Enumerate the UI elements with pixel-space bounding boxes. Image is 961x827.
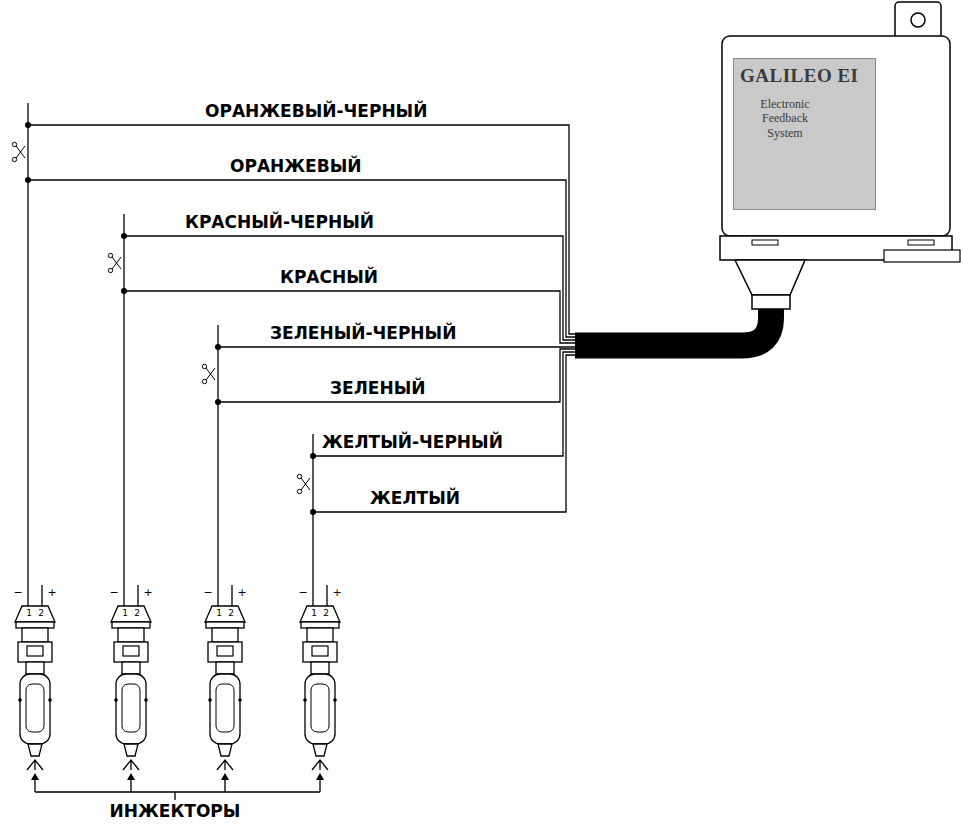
pin-number: 1 xyxy=(122,608,128,618)
pin-polarity: + xyxy=(143,586,152,599)
wire-color-label: ЗЕЛЕНЫЙ xyxy=(330,378,426,398)
wire-color-label: ОРАНЖЕВЫЙ xyxy=(230,156,362,176)
cut-symbols xyxy=(12,142,310,493)
pin-number: 2 xyxy=(134,608,140,618)
wire-color-label: ОРАНЖЕВЫЙ-ЧЕРНЫЙ xyxy=(205,101,427,121)
pin-number: 1 xyxy=(26,608,32,618)
pin-number: 2 xyxy=(228,608,234,618)
junction-dots xyxy=(25,122,316,515)
brand-name: GALILEO EI xyxy=(740,65,869,87)
wire-color-label: КРАСНЫЙ xyxy=(280,267,378,287)
wire-color-label: ЖЕЛТЫЙ xyxy=(370,488,460,508)
bracket-arrowheads xyxy=(31,773,324,780)
wire-color-label: ЖЕЛТЫЙ-ЧЕРНЫЙ xyxy=(322,432,503,452)
pin-polarity: − xyxy=(13,586,22,599)
ecu-label-plate: GALILEO EI Electronic Feedback System xyxy=(733,58,876,210)
product-line: Electronic Feedback System xyxy=(746,97,824,140)
wire-color-label: ЗЕЛЕНЫЙ-ЧЕРНЫЙ xyxy=(270,323,456,343)
wire-color-label: КРАСНЫЙ-ЧЕРНЫЙ xyxy=(185,212,374,232)
pin-number: 2 xyxy=(323,608,329,618)
wire-harness xyxy=(575,309,771,346)
pin-polarity: − xyxy=(203,586,212,599)
pin-polarity: + xyxy=(47,586,56,599)
wires xyxy=(28,103,576,606)
group-label: ИНЖЕКТОРЫ xyxy=(110,801,241,821)
injector-illustrations xyxy=(15,606,340,770)
pin-polarity: − xyxy=(298,586,307,599)
pin-polarity: + xyxy=(332,586,341,599)
pin-polarity: + xyxy=(237,586,246,599)
pin-number: 1 xyxy=(311,608,317,618)
ecu-housing xyxy=(720,2,960,309)
pin-number: 2 xyxy=(38,608,44,618)
injector-bracket xyxy=(35,778,320,800)
pin-number: 1 xyxy=(216,608,222,618)
pin-polarity: − xyxy=(109,586,118,599)
